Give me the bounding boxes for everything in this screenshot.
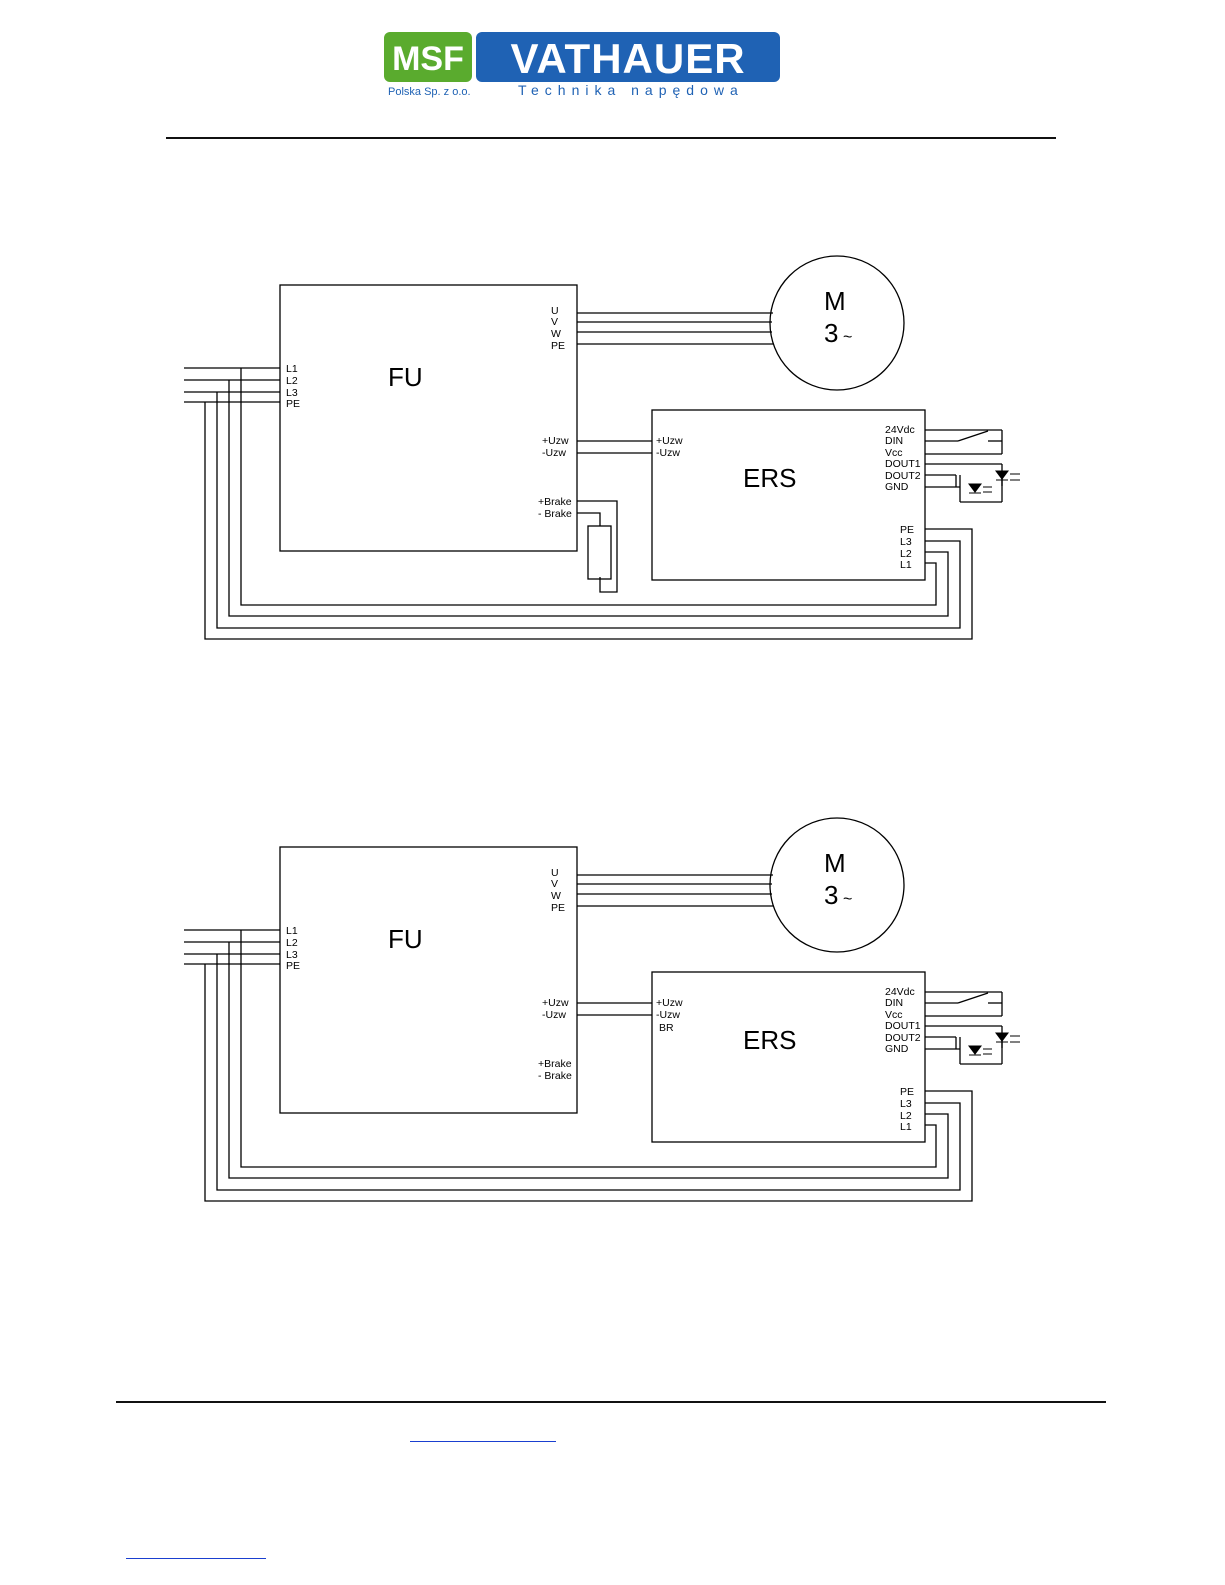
terminal-label: L3 [900, 1098, 912, 1110]
motor-phase-symbol: ~ [843, 891, 852, 908]
company-logo: MSF VATHAUER Polska Sp. z o.o. Technika … [384, 32, 784, 102]
terminal-label: DOUT1 [885, 1020, 921, 1032]
terminal-label: DIN [885, 997, 903, 1009]
terminal-label: L2 [286, 375, 298, 387]
ers-title: ERS [743, 463, 796, 493]
footer-link-underline[interactable] [126, 1558, 266, 1559]
terminal-label: W [551, 890, 561, 902]
terminal-label: GND [885, 1043, 909, 1055]
terminal-label: -Uzw [542, 447, 566, 459]
terminal-label: +Uzw [542, 997, 569, 1009]
terminal-label: - Brake [538, 1070, 572, 1082]
terminal-label: V [551, 878, 558, 890]
fu-title: FU [388, 924, 423, 954]
terminal-label: L1 [900, 1121, 912, 1133]
brake-resistor [588, 526, 611, 579]
wiring-diagram-1: FU U V W PE L1 L2 L3 PE +Uzw -Uzw +Brake… [180, 255, 1040, 645]
terminal-label: L2 [286, 937, 298, 949]
terminal-label: L3 [900, 536, 912, 548]
terminal-label: PE [900, 1086, 914, 1098]
terminal-label: V [551, 316, 558, 328]
terminal-label: +Brake [538, 496, 572, 508]
footer-divider [116, 1401, 1106, 1403]
motor-label: M [824, 286, 846, 316]
terminal-label: GND [885, 481, 909, 493]
logo-tagline: Technika napędowa [518, 82, 744, 98]
terminal-label: L1 [900, 559, 912, 571]
motor-label: 3 [824, 880, 838, 910]
terminal-label: -Uzw [656, 447, 680, 459]
terminal-label: - Brake [538, 508, 572, 520]
motor-phase-symbol: ~ [843, 329, 852, 346]
terminal-label: PE [551, 902, 565, 914]
terminal-label: W [551, 328, 561, 340]
logo-company: Polska Sp. z o.o. [388, 86, 471, 98]
fu-title: FU [388, 362, 423, 392]
led-icon [969, 471, 1020, 493]
terminal-label: L1 [286, 925, 298, 937]
terminal-label: +Uzw [656, 997, 683, 1009]
terminal-label: PE [286, 398, 300, 410]
terminal-label: BR [659, 1022, 674, 1034]
ers-title: ERS [743, 1025, 796, 1055]
terminal-label: PE [286, 960, 300, 972]
terminal-label: PE [900, 524, 914, 536]
motor-label: M [824, 848, 846, 878]
terminal-label: PE [551, 340, 565, 352]
header-divider [166, 137, 1056, 139]
logo-brand: VATHAUER [510, 35, 745, 82]
led-icon [969, 1033, 1020, 1055]
logo-mark: MSF [392, 40, 464, 78]
terminal-label: +Uzw [542, 435, 569, 447]
footer-link-underline[interactable] [410, 1441, 556, 1442]
terminal-label: +Brake [538, 1058, 572, 1070]
terminal-label: -Uzw [542, 1009, 566, 1021]
fu-box [280, 847, 577, 1113]
wiring-diagram-2: FU U V W PE L1 L2 L3 PE +Uzw -Uzw +Brake… [180, 817, 1040, 1207]
fu-box [280, 285, 577, 551]
terminal-label: DOUT1 [885, 458, 921, 470]
motor-label: 3 [824, 318, 838, 348]
terminal-label: DIN [885, 435, 903, 447]
terminal-label: +Uzw [656, 435, 683, 447]
terminal-label: L1 [286, 363, 298, 375]
terminal-label: -Uzw [656, 1009, 680, 1021]
